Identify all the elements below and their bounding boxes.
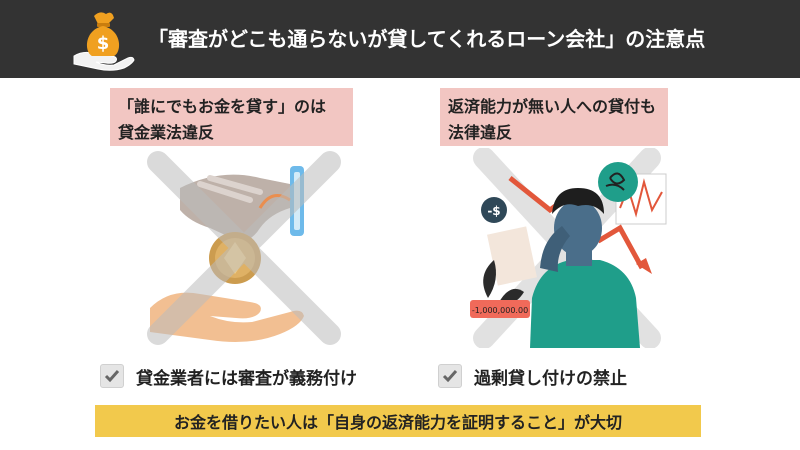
right-label-line2: 法律違反 [448,123,513,142]
left-label-box: 「誰にでもお金を貸す」のは 貸金業法違反 [110,88,353,146]
header-bar: $ 「審査がどこも通らないが貸してくれるローン会社」の注意点 [0,0,800,78]
checkbox-left [100,364,124,388]
check-icon [442,370,458,383]
left-check-row: 貸金業者には審査が義務付け [100,362,357,390]
checkbox-right [438,364,462,388]
bottom-banner: お金を借りたい人は「自身の返済能力を証明すること」が大切 [95,405,701,437]
right-check-row: 過剰貸し付けの禁止 [438,362,627,390]
dollar-badge: -$ [487,204,500,218]
left-check-text: 貸金業者には審査が義務付け [136,368,357,389]
right-label-line1: 返済能力が無い人への貸付も [448,97,657,116]
stressed-man-falling-chart-icon: -$ -1,000,000.00 [470,148,667,348]
money-bag-hand-icon: $ [73,12,135,71]
check-icon [104,370,120,383]
amount-tag: -1,000,000.00 [472,306,528,315]
right-check-text: 過剰貸し付けの禁止 [474,368,627,389]
dollar-symbol: $ [97,33,110,54]
right-label-box: 返済能力が無い人への貸付も 法律違反 [440,88,668,146]
hand-coin-card-reader-icon [147,151,341,345]
left-label-line2: 貸金業法違反 [118,123,215,142]
left-label-line1: 「誰にでもお金を貸す」のは [118,97,327,116]
page-title: 「審査がどこも通らないが貸してくれるローン会社」の注意点 [148,27,706,51]
